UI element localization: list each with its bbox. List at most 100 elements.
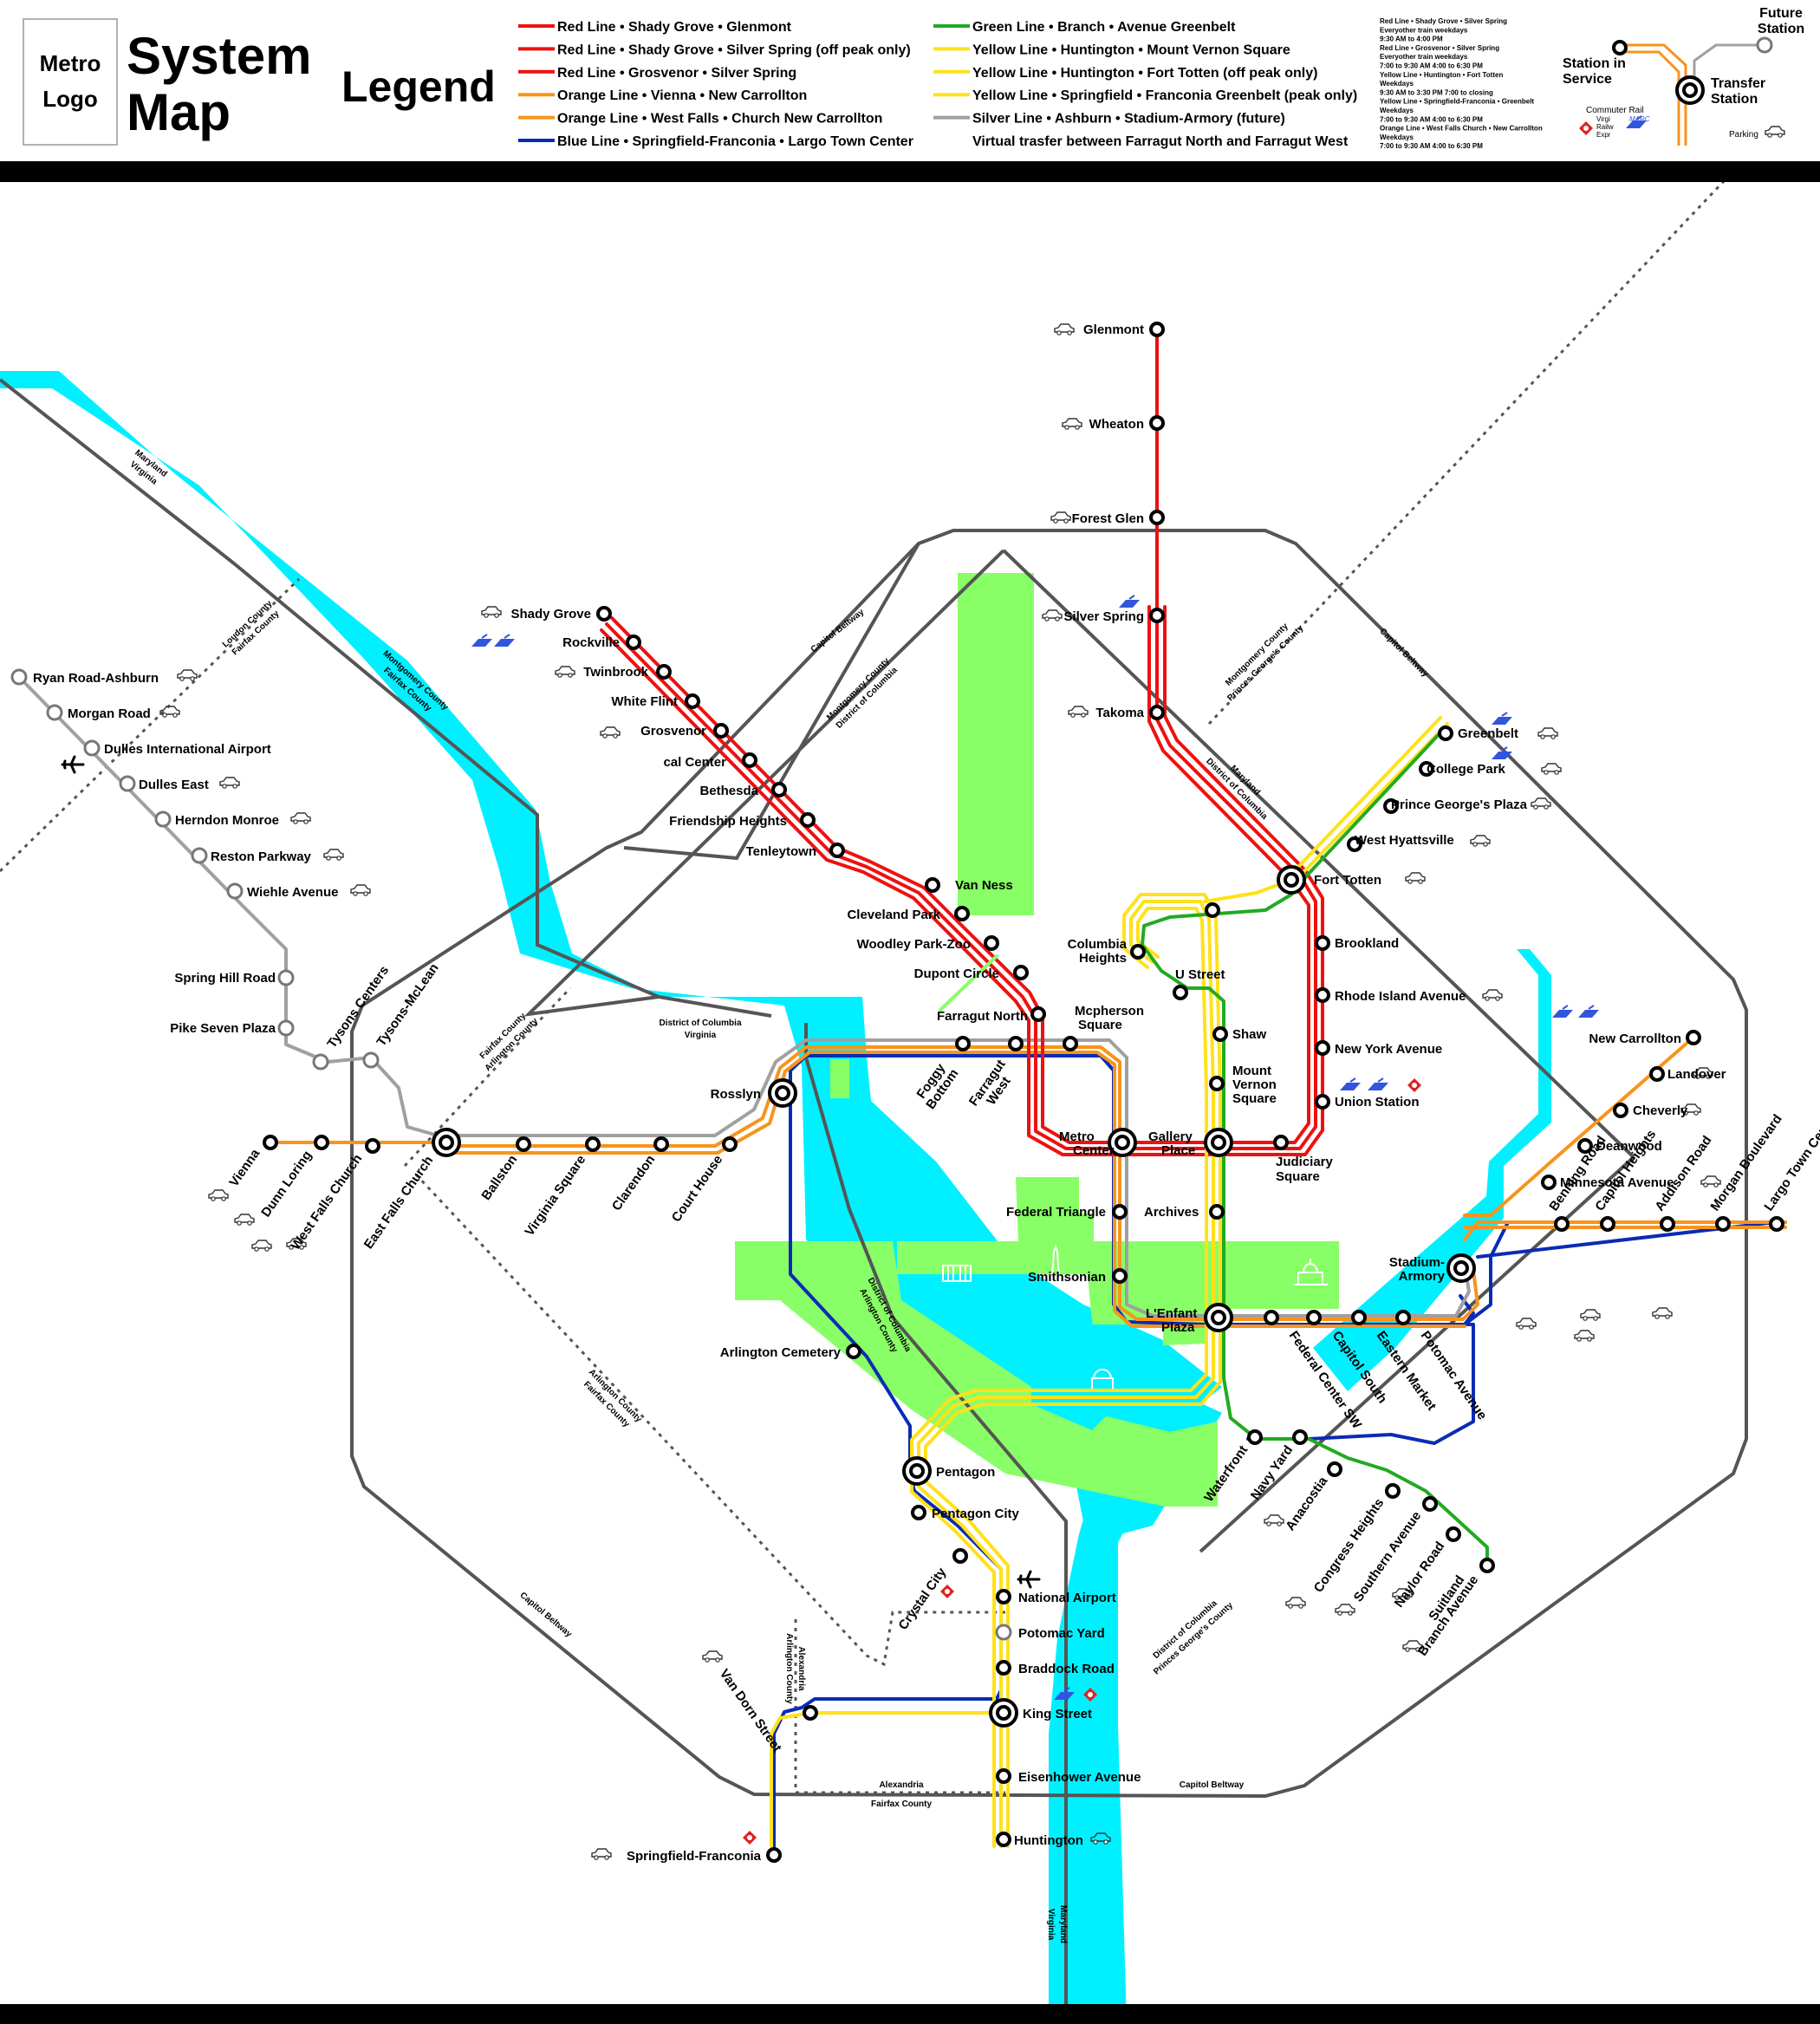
parking-icon [1264, 1514, 1284, 1526]
logo-box [23, 18, 118, 146]
key-label: Station [1711, 92, 1758, 107]
beltway-label: Capitol Beltway [1180, 1780, 1245, 1790]
boundary-label: Princes George's County [1152, 1600, 1235, 1676]
station-marker [1112, 1204, 1128, 1220]
station-label: Deanwood [1596, 1139, 1662, 1154]
future-station-marker [154, 810, 172, 828]
station-marker [1173, 985, 1188, 1000]
anacostia-river [1313, 949, 1551, 1391]
station-label: Shady Grove [510, 607, 591, 622]
schedule-note: 7:00 to 9:30 AM 4:00 to 6:30 PM [1380, 62, 1483, 70]
transfer-station-marker [989, 1698, 1018, 1728]
parking-icon [1068, 706, 1089, 718]
key-label: Future [1759, 6, 1803, 21]
station-marker [656, 664, 672, 680]
station-label: Eisenhower Avenue [1018, 1770, 1141, 1785]
station-marker [996, 1832, 1011, 1847]
transfer-station-marker [1108, 1128, 1137, 1157]
station-marker [1438, 726, 1453, 741]
legend-item: Orange Line • West Falls • Church New Ca… [518, 112, 882, 127]
schedule-notes: Red Line • Shady Grove • Silver SpringEv… [1380, 17, 1543, 150]
station-label: Smithsonian [1028, 1270, 1106, 1285]
schedule-note: 7:00 to 9:30 AM 4:00 to 6:30 PM [1380, 142, 1483, 150]
logo-text: Logo [42, 86, 98, 112]
memorial-icon [942, 1265, 972, 1282]
montgomery-pg-line [1207, 179, 1726, 726]
schedule-note: Yellow Line • Huntington • Fort Totten [1380, 71, 1503, 79]
key-label: Station [1758, 22, 1804, 36]
key-station-icon [1612, 40, 1628, 55]
legend-label: Red Line • Shady Grove • Silver Spring (… [557, 42, 911, 57]
station-marker [1306, 1310, 1322, 1325]
station-label: Fort Totten [1314, 873, 1381, 888]
station-marker [846, 1344, 861, 1359]
station-marker [955, 1036, 971, 1051]
boundary-label: Arlington County [784, 1633, 794, 1704]
schedule-note: 9:30 AM to 3:30 PM 7:00 to closing [1380, 88, 1493, 96]
legend-label: Yellow Line • Huntington • Mount Vernon … [972, 42, 1290, 57]
legend-label: Silver Line • Ashburn • Stadium-Armory (… [972, 112, 1285, 127]
station-marker [800, 812, 816, 828]
station-label: Forest Glen [1072, 511, 1144, 526]
parking-icon [1405, 872, 1426, 884]
future-station-marker [995, 1624, 1012, 1641]
key-label: Transfer [1711, 76, 1765, 91]
station-marker [1130, 944, 1146, 960]
schedule-note: Everyother train weekdays [1380, 26, 1468, 34]
legend-item: Orange Line • Vienna • New Carrollton [518, 88, 807, 103]
logo-text: Metro [40, 50, 101, 76]
station-label: Huntington [1014, 1833, 1083, 1848]
station-marker [952, 1548, 968, 1564]
key-future-station-icon [1756, 36, 1773, 54]
station-label: Judiciary [1276, 1155, 1334, 1169]
legend-label: Orange Line • West Falls • Church New Ca… [557, 112, 882, 127]
station-label: Van Ness [955, 878, 1013, 893]
station-marker [1292, 1429, 1308, 1445]
station-label: King Street [1023, 1707, 1092, 1721]
station-label: Friendship Heights [669, 814, 787, 829]
page-title: System [127, 27, 311, 85]
station-marker [1315, 1094, 1330, 1110]
station-label: Square [1276, 1169, 1320, 1184]
station-marker [1149, 510, 1165, 525]
parking-icon [1574, 1330, 1595, 1342]
station-marker [1600, 1216, 1615, 1232]
station-marker [1541, 1175, 1557, 1190]
parking-icon [350, 884, 371, 896]
station-label: Vienna [226, 1146, 263, 1189]
station-marker [954, 906, 970, 921]
station-label: Minnesota Avenue [1560, 1175, 1674, 1190]
header-divider [0, 161, 1820, 182]
beltway-label: Capitol Beltway [518, 1591, 574, 1640]
schedule-note: Weekdays [1380, 107, 1414, 114]
station-marker [1419, 761, 1434, 777]
station-label: Anacostia [1283, 1474, 1330, 1533]
parking-icon [1050, 511, 1071, 524]
station-label: Dulles East [139, 778, 209, 792]
station-marker [1013, 965, 1029, 980]
beltway-extension [623, 542, 920, 861]
station-label: Tenleytown [746, 844, 816, 859]
station-label: Farragut North [937, 1009, 1028, 1024]
capitol-beltway [350, 529, 1748, 1799]
marc-icon [1551, 1005, 1574, 1019]
station-label: Cleveland Park [847, 908, 940, 922]
parking-icon [219, 777, 240, 789]
transfer-station-marker [1277, 865, 1306, 895]
boundary-label: Virginia [1046, 1909, 1056, 1941]
legend-item: Red Line • Shady Grove • Silver Spring (… [518, 42, 911, 57]
station-marker [1149, 415, 1165, 431]
station-label: Glenmont [1083, 322, 1144, 337]
station-label: Clarendon [609, 1153, 658, 1214]
key-label: Commuter Rail [1586, 106, 1644, 115]
station-marker [1212, 1026, 1228, 1042]
legend-item: Virtual trasfer between Farragut North a… [972, 134, 1349, 149]
yellow-line [917, 900, 1215, 1848]
parking-icon [591, 1848, 612, 1860]
station-marker [911, 1505, 926, 1520]
legend-title: Legend [341, 62, 496, 111]
red-line [605, 323, 1317, 1150]
boundary-label: Alexandria [879, 1780, 924, 1790]
station-label: Twinbrook [583, 665, 648, 680]
